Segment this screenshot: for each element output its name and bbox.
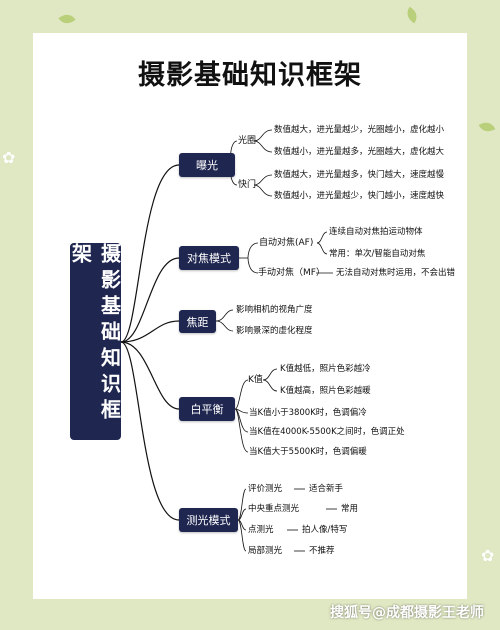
aperture-item: 数值越大，进光量越少，光圈越小，虚化越小 xyxy=(274,125,445,135)
aperture-label: 光圈 xyxy=(238,136,257,146)
branch-focal: 焦距 xyxy=(179,310,216,333)
branch-metering-label: 测光模式 xyxy=(186,514,231,527)
k-item: K值越低，照片色彩越冷 xyxy=(280,364,371,374)
focal-item: 影响相机的视角广度 xyxy=(236,305,313,315)
shutter-label: 快门 xyxy=(238,180,257,190)
metering-note: 常用 xyxy=(341,504,359,514)
mf-note: 无法自动对焦时运用，不会出错 xyxy=(336,268,456,278)
af-item: 连续自动对焦拍运动物体 xyxy=(329,227,423,237)
branch-focus: 对焦模式 xyxy=(179,246,239,270)
wb-item: 当K值小于3800K时，色调偏冷 xyxy=(249,408,367,418)
metering-note: 适合新手 xyxy=(309,484,344,494)
aperture-item: 数值越小，进光量越多，光圈越大，虚化越大 xyxy=(274,147,445,157)
root-node: 摄影基础知识框架 xyxy=(69,243,122,440)
page-title: 摄影基础知识框架 xyxy=(138,60,362,91)
k-item: K值越高，照片色彩越暖 xyxy=(280,386,371,396)
branch-white-balance: 白平衡 xyxy=(179,397,235,421)
flower-decoration: ✿ xyxy=(2,148,16,167)
metering-name: 局部测光 xyxy=(248,546,283,556)
metering-name: 评价测光 xyxy=(248,484,283,494)
root-label: 摄影基础知识框架 xyxy=(68,243,122,425)
flower-decoration: ✿ xyxy=(481,546,495,565)
branch-focal-label: 焦距 xyxy=(186,315,209,329)
af-label: 自动对焦(AF) xyxy=(259,238,314,248)
mf-label: 手动对焦（MF） xyxy=(258,268,325,278)
k-label: K值 xyxy=(248,375,263,385)
metering-name: 中央重点测光 xyxy=(248,504,300,514)
watermark-text: 搜狐号@成都摄影王老师 xyxy=(330,605,484,621)
branch-metering: 测光模式 xyxy=(179,508,238,532)
branch-exposure: 曝光 xyxy=(179,153,235,177)
af-item: 常用：单次/智能自动对焦 xyxy=(329,249,426,259)
metering-note: 拍人像/特写 xyxy=(302,525,348,535)
branch-white-balance-label: 白平衡 xyxy=(190,403,224,416)
metering-note: 不推荐 xyxy=(309,546,335,556)
wb-item: 当K值大于5500K时，色调偏暖 xyxy=(249,447,367,457)
focal-item: 影响景深的虚化程度 xyxy=(236,326,313,336)
shutter-item: 数值越大，进光量越多，快门越大，速度越慢 xyxy=(274,170,445,180)
branch-focus-label: 对焦模式 xyxy=(187,252,231,265)
wb-item: 当K值在4000K-5500K之间时，色调正处 xyxy=(249,427,405,437)
shutter-item: 数值越小，进光量越少，快门越小，速度越快 xyxy=(274,191,445,201)
metering-name: 点测光 xyxy=(248,525,274,535)
branch-exposure-label: 曝光 xyxy=(196,159,218,172)
